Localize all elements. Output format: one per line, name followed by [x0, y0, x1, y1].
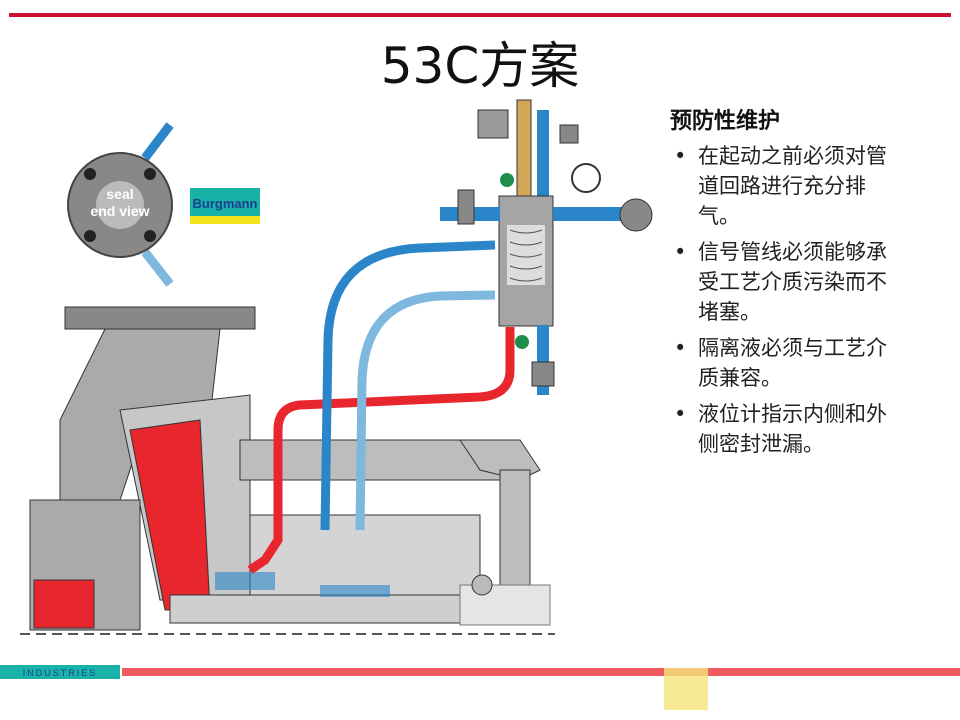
- maintenance-notes: 预防性维护 在起动之前必须对管道回路进行充分排气。 信号管线必须能够承受工艺介质…: [670, 103, 950, 465]
- pump-housing: [20, 306, 555, 635]
- barrier-inlet-line: [320, 240, 496, 531]
- end-view-label-2: end view: [90, 203, 149, 219]
- footer-strip: INDUSTRIES: [0, 665, 960, 710]
- barrier-return-line: [355, 290, 496, 531]
- barrier-reservoir: [440, 99, 653, 395]
- list-item: 液位计指示内侧和外侧密封泄漏。: [670, 399, 888, 459]
- svg-text:INDUSTRIES: INDUSTRIES: [23, 668, 98, 678]
- svg-text:Burgmann: Burgmann: [193, 196, 258, 211]
- list-item: 隔离液必须与工艺介质兼容。: [670, 333, 888, 393]
- notes-list: 在起动之前必须对管道回路进行充分排气。 信号管线必须能够承受工艺介质污染而不堵塞…: [670, 141, 950, 459]
- seal-end-view: seal end view: [67, 122, 174, 287]
- end-view-label-1: seal: [106, 186, 133, 202]
- list-item: 在起动之前必须对管道回路进行充分排气。: [670, 141, 888, 231]
- notes-heading: 预防性维护: [670, 109, 781, 134]
- brand-logo: Burgmann: [190, 188, 260, 224]
- process-line: [247, 327, 515, 574]
- list-item: 信号管线必须能够承受工艺介质污染而不堵塞。: [670, 237, 888, 327]
- slide-title: 53C方案: [380, 37, 580, 95]
- title-rule: [9, 13, 951, 17]
